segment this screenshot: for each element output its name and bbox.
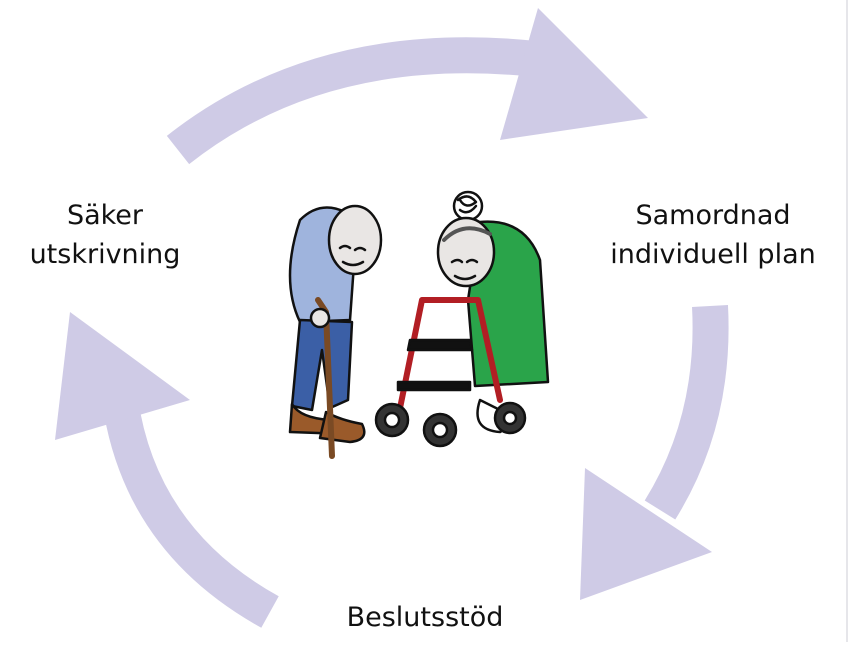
stage-label-coordinated-plan: Samordnad individuell plan <box>578 196 848 274</box>
label-right-line-2: individuell plan <box>610 239 816 271</box>
stage-label-safe-discharge: Säker utskrivning <box>10 196 200 274</box>
right-edge-border <box>846 0 848 642</box>
label-right-line-1: Samordnad <box>635 200 791 231</box>
elderly-woman-figure <box>436 190 550 434</box>
arrow-left <box>55 312 279 628</box>
label-left-line-1: Säker <box>66 200 144 231</box>
label-left-line-2: utskrivning <box>29 239 181 271</box>
elderly-couple-illustration <box>288 190 550 459</box>
stage-label-decision-support: Beslutsstöd <box>346 602 504 633</box>
rollator-walker <box>374 297 527 448</box>
elderly-man-figure <box>288 204 383 459</box>
arrow-right <box>580 305 729 600</box>
arrow-top <box>166 8 648 165</box>
